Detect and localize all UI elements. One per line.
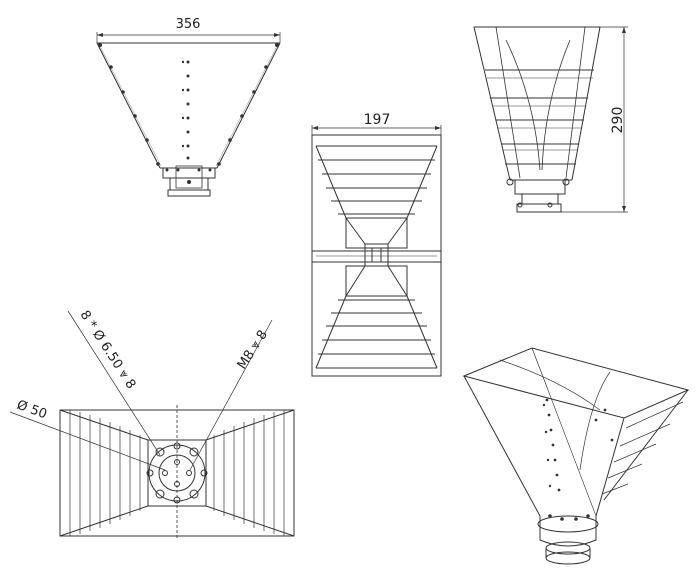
flange-diameter-label: Ø 50 <box>15 398 49 423</box>
leader-line-holes <box>67 310 161 456</box>
isometric-view <box>462 347 690 565</box>
thread-spec-label: M8 ⩔ 8 <box>235 328 271 373</box>
bottom-view <box>9 310 295 540</box>
center-front-view <box>311 125 442 377</box>
front-view <box>96 32 281 197</box>
leader-line-thread <box>189 319 273 471</box>
dim-center-width: 197 <box>364 112 391 128</box>
leader-line-diameter <box>9 411 166 471</box>
dim-height: 290 <box>610 107 626 134</box>
dim-top-width: 356 <box>176 17 201 32</box>
hole-spec-label: 8 * Ø 6.50 ⩔ 8 <box>77 308 139 392</box>
side-view <box>473 26 628 213</box>
